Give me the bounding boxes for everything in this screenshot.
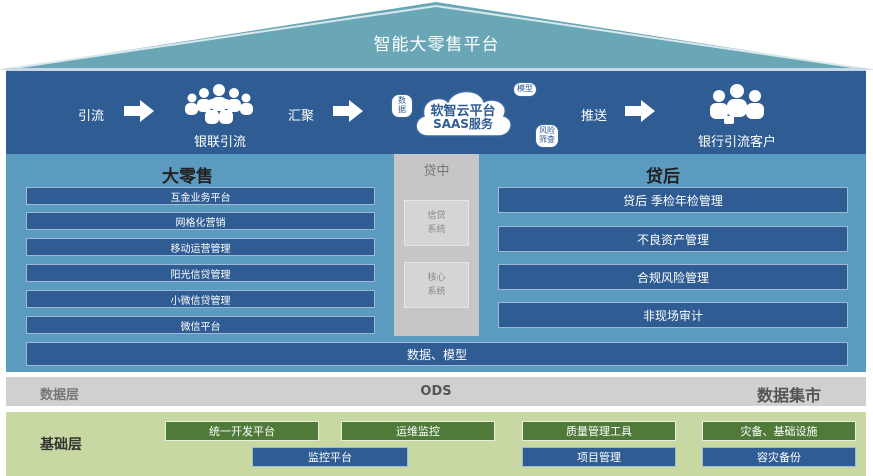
arrow-right-icon xyxy=(625,100,655,122)
roof-shape xyxy=(0,2,873,70)
base-layer-label: 基础层 xyxy=(40,437,82,453)
customers-group-icon xyxy=(710,84,764,124)
retail-item: 阳光信贷管理 xyxy=(26,264,375,282)
after-loan-item: 非现场审计 xyxy=(498,302,848,328)
platform-title: 智能大零售平台 xyxy=(373,35,500,55)
after-loan-title: 贷后 xyxy=(646,167,680,187)
retail-item: 小微信贷管理 xyxy=(26,290,375,308)
retail-item: 微信平台 xyxy=(26,316,375,334)
group-label-unionpay: 银联引流 xyxy=(193,135,246,150)
base-item: 容灾备份 xyxy=(702,447,856,467)
cloud-subtitle: SAAS服务 xyxy=(433,117,493,131)
retail-item: 互金业务平台 xyxy=(26,187,375,205)
retail-title: 大零售 xyxy=(162,167,213,187)
data-layer-bar xyxy=(6,377,866,406)
core-system-box: 核心 系统 xyxy=(404,262,469,308)
cloud-icon xyxy=(415,90,512,137)
group-label-bank-customers: 银行引流客户 xyxy=(697,135,776,150)
base-item: 统一开发平台 xyxy=(165,421,319,441)
flow-step-intake: 引流 xyxy=(78,109,105,124)
people-group-icon xyxy=(185,84,253,124)
ods-label: ODS xyxy=(420,384,452,399)
retail-item: 移动运营管理 xyxy=(26,238,375,256)
base-item: 运维监控 xyxy=(341,421,495,441)
tag-model: 模型 xyxy=(513,82,537,97)
credit-system-box: 信贷 系统 xyxy=(404,200,469,246)
after-loan-item: 合规风险管理 xyxy=(498,264,848,290)
data-model-bar: 数据、模型 xyxy=(26,342,848,366)
arrow-right-icon xyxy=(124,100,154,122)
retail-item: 网格化营销 xyxy=(26,212,375,230)
cloud-title: 软智云平台 xyxy=(430,104,496,119)
data-mart-label: 数据集市 xyxy=(757,386,822,405)
flow-step-aggregate: 汇聚 xyxy=(288,109,315,124)
base-item: 项目管理 xyxy=(522,447,676,467)
tag-data: 数据 xyxy=(391,94,413,118)
tag-risk-screening: 风险 筛查 xyxy=(535,124,559,148)
base-item: 质量管理工具 xyxy=(522,421,676,441)
mid-loan-title: 贷中 xyxy=(423,164,450,179)
flow-step-push: 推送 xyxy=(581,109,608,124)
data-layer-label: 数据层 xyxy=(40,388,80,403)
after-loan-item: 贷后 季检年检管理 xyxy=(498,187,848,213)
arrow-right-icon xyxy=(333,100,363,122)
base-item: 灾备、基础设施 xyxy=(702,421,856,441)
base-item: 监控平台 xyxy=(252,447,408,467)
after-loan-item: 不良资产管理 xyxy=(498,226,848,252)
